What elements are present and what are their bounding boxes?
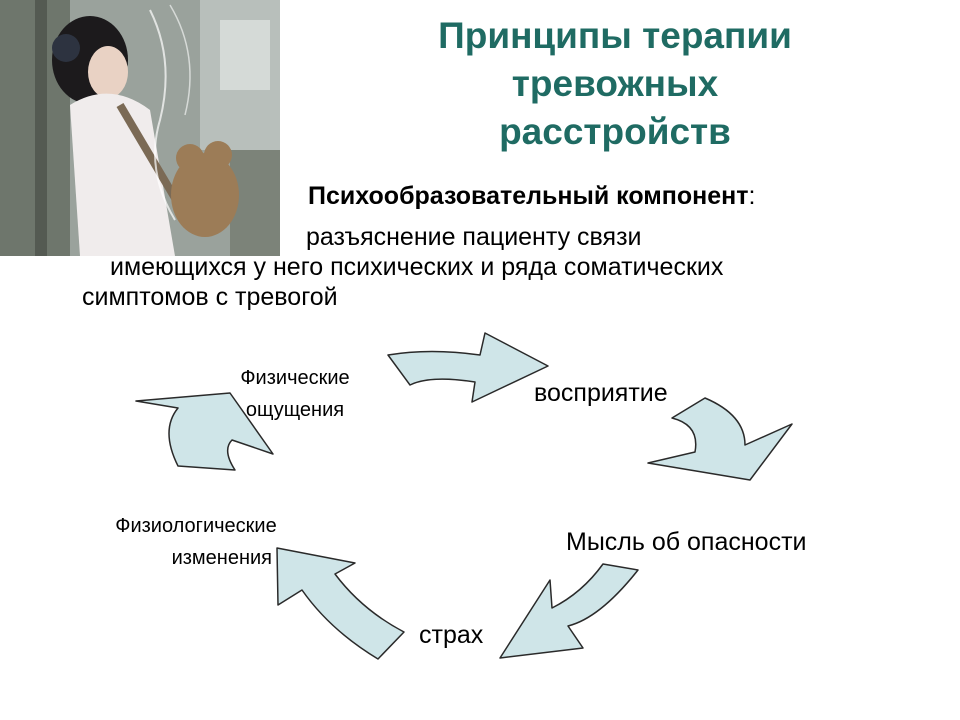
- label-physiological-line-1: Физиологические: [115, 515, 277, 537]
- label-fear: страх: [419, 621, 484, 649]
- body-line-2: имеющихся у него психических и ряда сома…: [110, 253, 724, 281]
- label-physiological-line-2: изменения: [171, 547, 272, 569]
- arrow-to-perception: [387, 332, 549, 403]
- arrow-to-danger-thought: [647, 397, 793, 481]
- label-physiological-changes: Физиологические изменения: [80, 510, 312, 574]
- label-physical-line-1: Физические: [240, 367, 350, 389]
- arrow-to-physiological: [276, 547, 405, 660]
- title-line-2: тревожных: [511, 63, 719, 104]
- body-line-3: симптомов с тревогой: [82, 283, 338, 311]
- label-danger-thought: Мысль об опасности: [566, 528, 807, 556]
- body-line-1: разъяснение пациенту связи: [306, 223, 642, 251]
- arrow-to-fear: [499, 563, 639, 659]
- label-physical-line-2: ощущения: [245, 399, 345, 421]
- page-title: Принципы терапии тревожных расстройств: [330, 12, 900, 156]
- girl-with-headphones-photo: [0, 0, 280, 256]
- arrow-to-physical-sensations: [135, 392, 274, 471]
- title-line-3: расстройств: [499, 111, 731, 152]
- label-perception: восприятие: [534, 379, 668, 407]
- subtitle-colon: :: [748, 182, 756, 210]
- subtitle: Психообразовательный компонент:: [308, 182, 755, 211]
- title-line-1: Принципы терапии: [438, 15, 792, 56]
- subtitle-bold: Психообразовательный компонент: [308, 182, 749, 210]
- photo-illustration: [0, 0, 280, 256]
- label-physical-sensations: Физические ощущения: [216, 362, 374, 426]
